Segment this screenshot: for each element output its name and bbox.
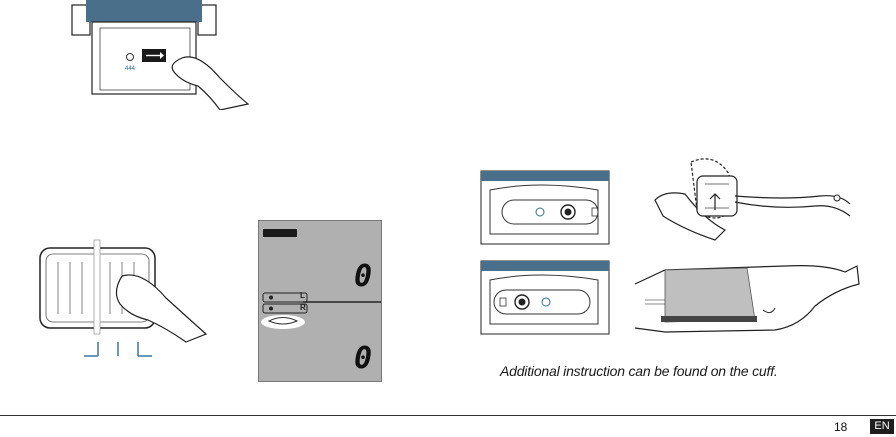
footer-rule [0, 415, 896, 416]
finger-icon [116, 275, 206, 342]
tube-icon [735, 202, 850, 216]
direction-arrows-icon [84, 342, 152, 356]
status-bar [263, 229, 297, 237]
device-side-view-bottom [480, 260, 610, 335]
upper-value: 0 [354, 259, 372, 294]
device-strap [86, 0, 202, 22]
cuff-icon [665, 268, 755, 322]
device-start-button-illustration: 444 [70, 0, 270, 110]
arm-cuff-illustration [645, 150, 855, 245]
cuff-instruction-caption: Additional instruction can be found on t… [500, 363, 840, 379]
device-memory-button-illustration [38, 238, 218, 363]
lcd-display: L R 0 0 [258, 220, 382, 382]
arm-label-left: L [300, 291, 305, 300]
device-side-view-top [480, 170, 610, 245]
svg-text:444: 444 [125, 66, 136, 72]
arm-label-right: R [300, 303, 306, 312]
leg-cuff-illustration [625, 262, 865, 337]
page-number: 18 [834, 420, 847, 434]
lower-value: 0 [354, 341, 372, 376]
language-badge: EN [870, 419, 894, 434]
